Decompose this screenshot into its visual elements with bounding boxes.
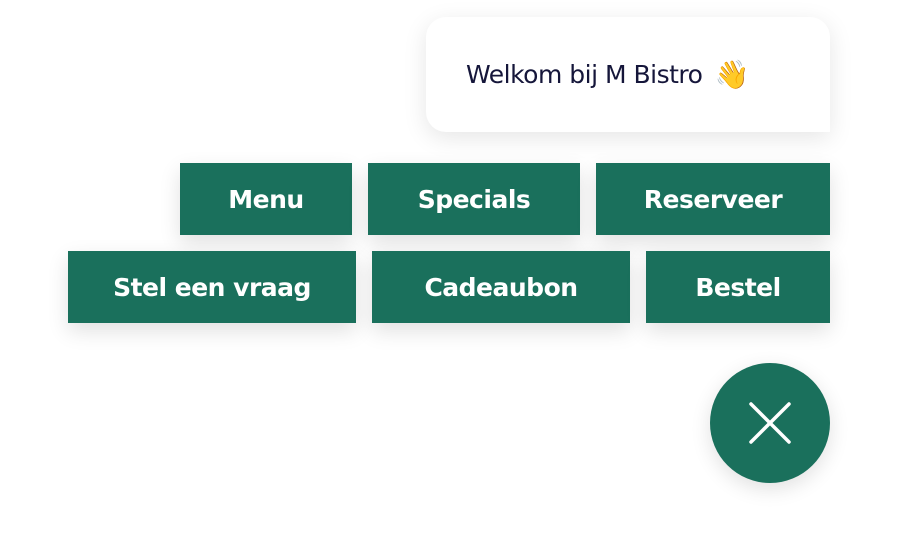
welcome-text: Welkom bij M Bistro [466,60,703,89]
menu-button[interactable]: Menu [180,163,352,235]
ask-question-button[interactable]: Stel een vraag [68,251,356,323]
order-button[interactable]: Bestel [646,251,830,323]
waving-hand-icon: 👋 [714,58,749,91]
specials-button[interactable]: Specials [368,163,580,235]
welcome-message-bubble: Welkom bij M Bistro 👋 [426,17,830,132]
reserveer-button[interactable]: Reserveer [596,163,830,235]
gift-card-button[interactable]: Cadeaubon [372,251,630,323]
close-icon [749,402,791,444]
close-button[interactable] [710,363,830,483]
